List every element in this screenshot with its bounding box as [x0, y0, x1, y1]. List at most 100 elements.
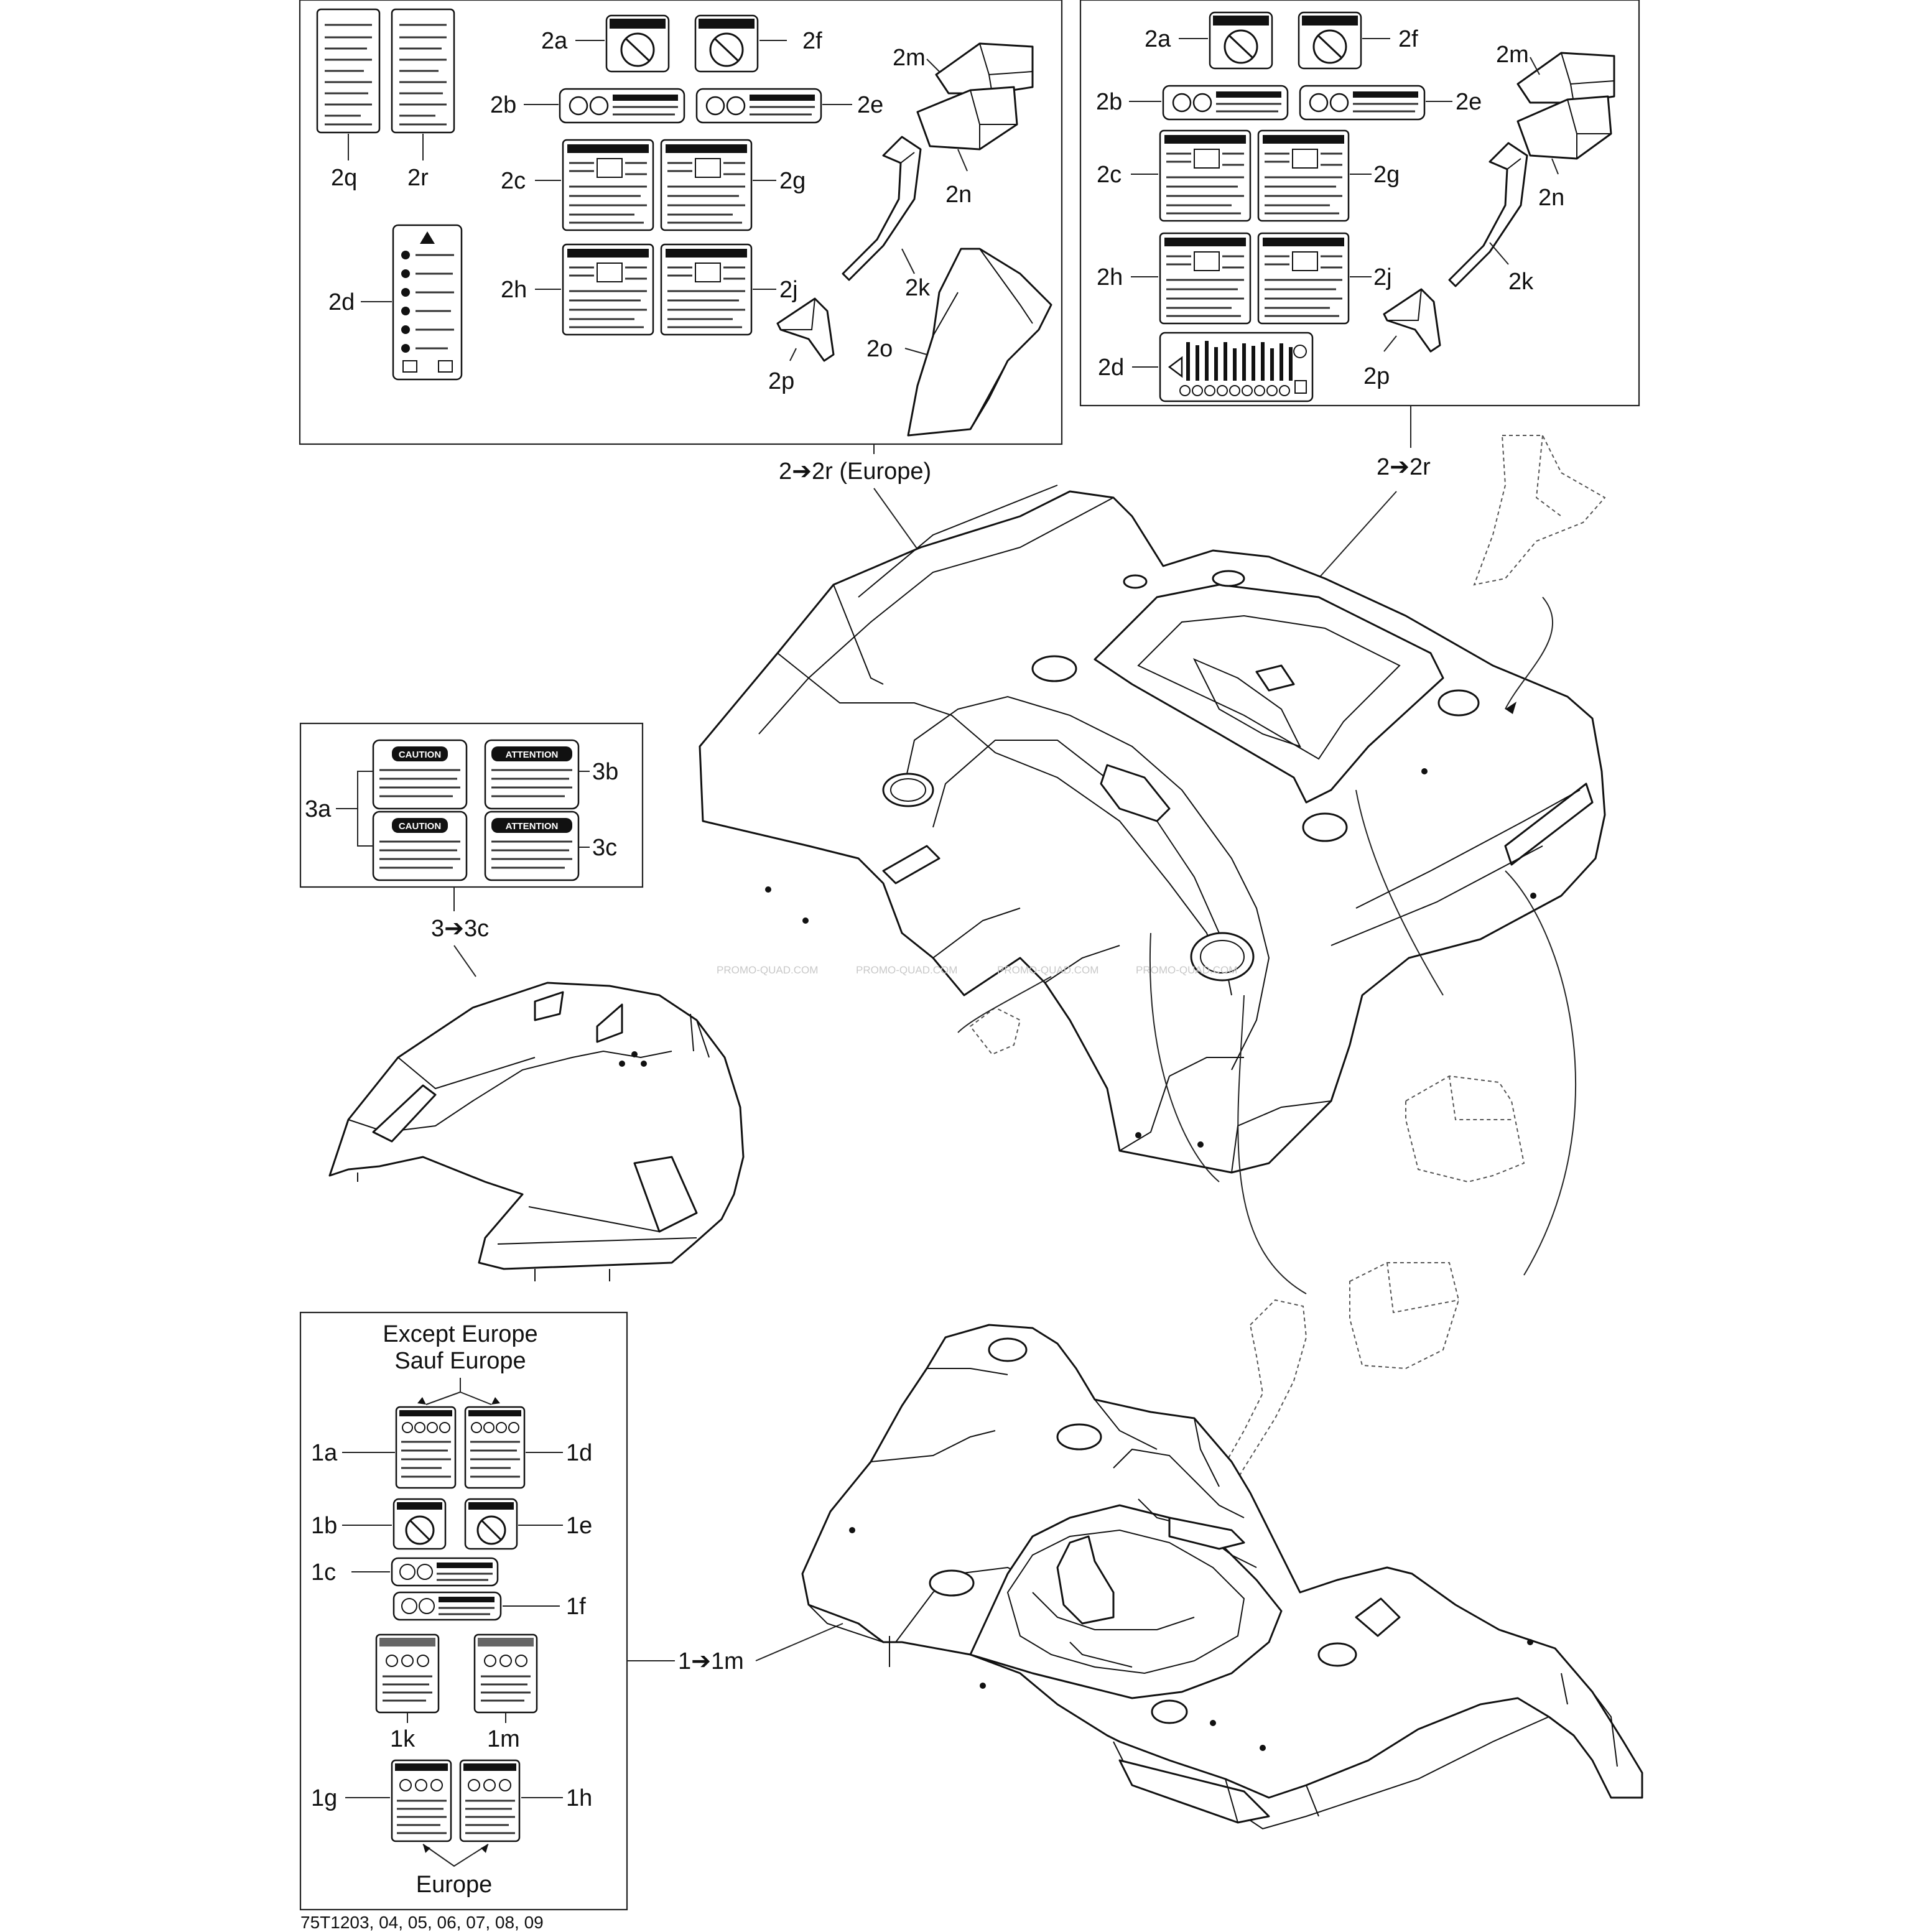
label-2r: 2r	[407, 165, 429, 191]
label-1k: 1k	[390, 1726, 416, 1752]
label-2d-europe: 2d	[328, 289, 355, 315]
callout-3-3c: 3➔3c	[431, 916, 489, 942]
label-2c: 2c	[1097, 162, 1122, 188]
decal-1e	[464, 1498, 518, 1550]
label-2f-europe: 2f	[802, 28, 822, 54]
label-2b-europe: 2b	[490, 92, 516, 118]
fender-patch-2p-europe	[776, 297, 835, 362]
decal-1c	[391, 1557, 499, 1587]
label-1m: 1m	[487, 1726, 520, 1752]
decal-2h	[1159, 232, 1252, 325]
decal-2b-europe	[559, 88, 685, 124]
fender-strip-2k-europe	[842, 136, 922, 281]
svg-text:PROMO-QUAD.COM: PROMO-QUAD.COM	[717, 964, 818, 976]
decal-2c-europe	[562, 139, 654, 231]
svg-text:PROMO-QUAD.COM: PROMO-QUAD.COM	[997, 964, 1098, 976]
mudflap-2o-europe	[907, 248, 1052, 437]
decal-2e-europe	[695, 88, 822, 124]
header-sauf-europe: Sauf Europe	[394, 1348, 526, 1374]
svg-text:CAUTION: CAUTION	[399, 750, 441, 760]
fender-patch-2n-europe	[916, 86, 1018, 151]
decal-2a-europe	[605, 14, 670, 73]
label-2p: 2p	[1363, 363, 1390, 389]
rear-fender	[699, 485, 1606, 1174]
label-2g-europe: 2g	[779, 168, 806, 194]
front-fender	[801, 1324, 1643, 1830]
callout-2-2r-europe: 2➔2r (Europe)	[779, 458, 931, 485]
label-2c-europe: 2c	[501, 168, 526, 194]
label-2m: 2m	[1496, 42, 1529, 68]
label-2p-europe: 2p	[768, 368, 794, 394]
decal-box-europe: 2q 2r 2d 2a	[299, 0, 1063, 445]
watermark: PROMO-QUAD.COM PROMO-QUAD.COM PROMO-QUAD…	[717, 964, 1237, 976]
decal-1m	[473, 1633, 538, 1714]
decal-1f	[392, 1591, 502, 1621]
decal-2c	[1159, 129, 1252, 222]
decal-2f	[1298, 11, 1362, 70]
fender-patch-2n	[1516, 95, 1612, 160]
svg-text:ATTENTION: ATTENTION	[506, 821, 559, 832]
decal-2e	[1299, 85, 1426, 121]
header-europe: Europe	[416, 1872, 493, 1898]
decal-box-3: CAUTION ATTENTION CAUTION ATTENTION 3a 3…	[299, 722, 644, 888]
decal-2d-europe	[392, 224, 463, 381]
label-2d: 2d	[1098, 355, 1124, 381]
callout-1-1m: 1➔1m	[678, 1648, 744, 1674]
callout-2-2r: 2➔2r	[1377, 454, 1431, 480]
label-2b: 2b	[1096, 89, 1122, 115]
label-2a: 2a	[1145, 26, 1171, 52]
decal-2f-europe	[694, 14, 759, 73]
decal-2a	[1209, 11, 1273, 70]
decal-3c: ATTENTION	[484, 810, 580, 881]
label-2n: 2n	[1538, 185, 1564, 211]
svg-text:PROMO-QUAD.COM: PROMO-QUAD.COM	[856, 964, 957, 976]
rear-rack-cover	[328, 982, 745, 1281]
decal-box-1: Except Europe Sauf Europe 1a 1d	[299, 1311, 628, 1911]
fender-patch-2p	[1383, 288, 1441, 353]
decal-1d	[464, 1406, 526, 1489]
decal-3a-top: CAUTION	[372, 739, 468, 810]
label-1a: 1a	[311, 1440, 338, 1466]
label-1d: 1d	[566, 1440, 592, 1466]
label-2j-europe: 2j	[779, 277, 798, 303]
decal-2q	[316, 8, 381, 134]
decal-2g	[1257, 129, 1350, 222]
ghost-parts	[969, 435, 1606, 1507]
decal-1a	[395, 1406, 457, 1489]
label-1c: 1c	[311, 1559, 336, 1586]
decal-2j	[1257, 232, 1350, 325]
svg-text:ATTENTION: ATTENTION	[506, 750, 559, 760]
label-1f: 1f	[566, 1594, 586, 1620]
label-2f: 2f	[1398, 26, 1418, 52]
decal-1b	[392, 1498, 447, 1550]
label-2e-europe: 2e	[857, 92, 883, 118]
label-2m-europe: 2m	[893, 45, 926, 71]
decal-2d	[1159, 332, 1314, 402]
decal-2b	[1162, 85, 1289, 121]
label-1e: 1e	[566, 1513, 592, 1539]
label-3c: 3c	[592, 835, 617, 861]
label-2e: 2e	[1456, 89, 1482, 115]
decal-3a-bottom: CAUTION	[372, 810, 468, 881]
svg-text:PROMO-QUAD.COM: PROMO-QUAD.COM	[1136, 964, 1237, 976]
label-1b: 1b	[311, 1513, 337, 1539]
svg-text:CAUTION: CAUTION	[399, 821, 441, 832]
fender-strip-2k	[1448, 142, 1528, 287]
label-2k-europe: 2k	[905, 275, 931, 301]
label-2a-europe: 2a	[541, 28, 568, 54]
label-2n-europe: 2n	[945, 182, 972, 208]
label-2h: 2h	[1097, 264, 1123, 290]
decal-2g-europe	[660, 139, 753, 231]
decal-2j-europe	[660, 243, 753, 336]
label-1g: 1g	[311, 1785, 337, 1811]
decal-1k	[375, 1633, 440, 1714]
label-3a: 3a	[305, 796, 332, 822]
decal-1h	[459, 1759, 521, 1842]
label-2o: 2o	[866, 336, 893, 362]
decal-3b: ATTENTION	[484, 739, 580, 810]
fender-patch-2m-europe	[935, 42, 1034, 95]
decal-1g	[391, 1759, 452, 1842]
label-2q: 2q	[331, 165, 357, 191]
label-2g: 2g	[1373, 162, 1400, 188]
